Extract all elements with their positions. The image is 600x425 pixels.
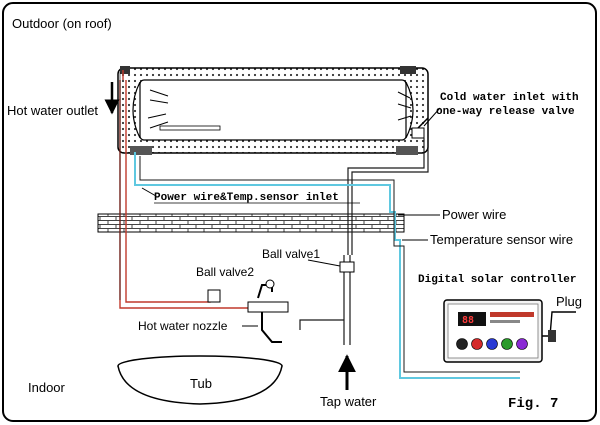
controller-display: [458, 312, 486, 326]
plug-label: Plug: [556, 294, 582, 309]
figure-label: Fig. 7: [508, 396, 558, 412]
controller-button: [456, 338, 468, 350]
tap-water-pipe: [299, 255, 351, 345]
digital-solar-controller: 88: [443, 299, 543, 363]
ball-valve-2: [207, 289, 221, 303]
tap-water-label: Tap water: [320, 394, 377, 409]
plug: [542, 311, 576, 342]
hot-water-nozzle: [247, 279, 289, 343]
controller-buttons: [456, 338, 528, 350]
ball-valve2-label: Ball valve2: [196, 265, 254, 279]
outdoor-label: Outdoor (on roof): [12, 16, 112, 31]
ball-valve-1: [339, 261, 355, 273]
temperature-sensor-wire-label: Temperature sensor wire: [430, 232, 573, 247]
controller-button: [516, 338, 528, 350]
sensor-inlet-label: Power wire&Temp.sensor inlet: [154, 192, 339, 204]
ball-valve1-label: Ball valve1: [262, 247, 320, 261]
sensor-inlet-leader: [141, 187, 157, 197]
cold-inlet-leader: [423, 107, 441, 127]
hot-water-outlet-label: Hot water outlet: [7, 103, 98, 118]
roof-slab: [97, 213, 405, 233]
cold-water-inlet-label-line1: Cold water inlet with: [440, 92, 579, 104]
controller-label: Digital solar controller: [418, 274, 576, 286]
indoor-label: Indoor: [28, 380, 66, 395]
cold-water-inlet-label-line2: one-way release valve: [436, 106, 575, 118]
hot-water-nozzle-label: Hot water nozzle: [138, 319, 228, 333]
controller-display-value: 88: [462, 315, 474, 326]
solar-tank: [117, 66, 429, 155]
controller-button: [501, 338, 513, 350]
tub-label: Tub: [190, 376, 212, 391]
power-wire-label: Power wire: [442, 207, 506, 222]
tub: [117, 355, 283, 405]
controller-button: [471, 338, 483, 350]
power-wire-line: [139, 156, 520, 373]
temperature-sensor-wire: [134, 152, 520, 379]
controller-button: [486, 338, 498, 350]
cold-water-pipe: [347, 138, 429, 255]
